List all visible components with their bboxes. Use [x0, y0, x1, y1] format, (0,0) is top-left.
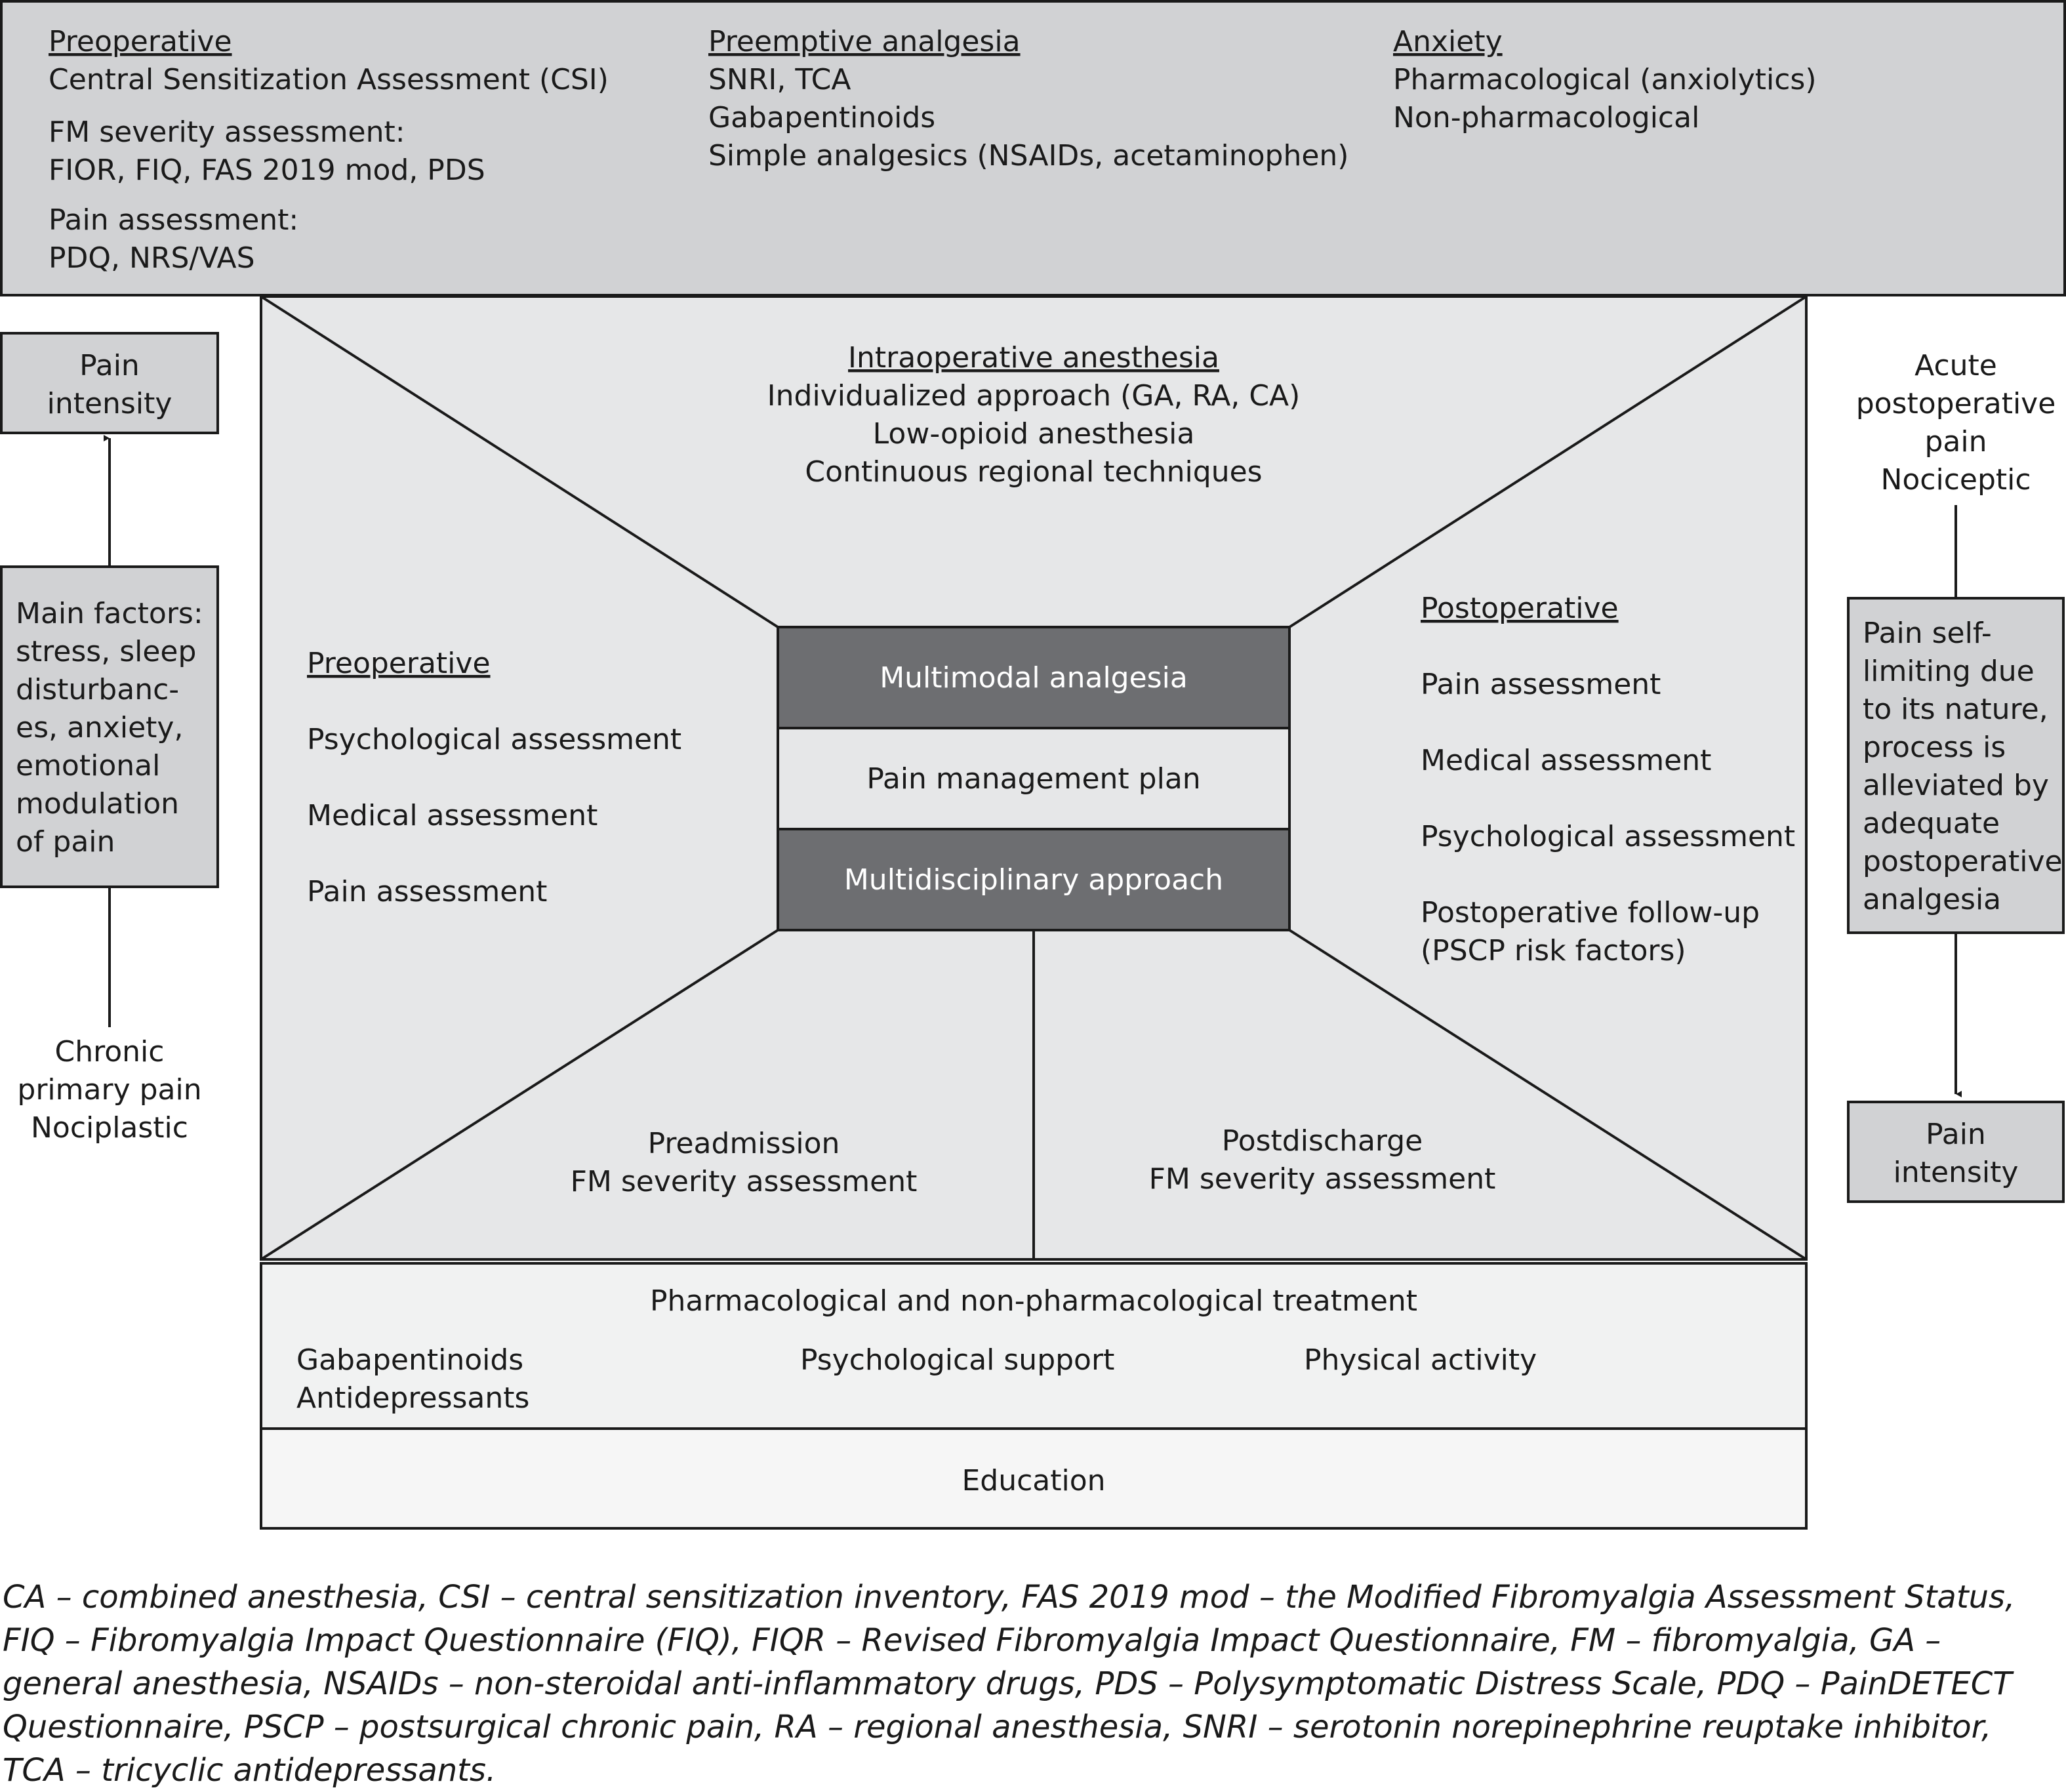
- self-limiting-line: analgesia: [1863, 883, 2001, 916]
- self-limiting-line: alleviated by: [1863, 769, 2049, 802]
- main-factors-line: es, anxiety,: [16, 711, 183, 744]
- preadmission-line: Preadmission: [648, 1127, 840, 1160]
- intraop-line: Low-opioid anesthesia: [873, 417, 1195, 451]
- self-limiting-line: process is: [1863, 731, 2006, 764]
- postdischarge-line: FM severity assessment: [1149, 1162, 1496, 1196]
- multidisciplinary-label: Multidisciplinary approach: [844, 863, 1223, 897]
- acute-pain-line: Nociceptic: [1880, 463, 2031, 497]
- main-factors-line: emotional: [16, 749, 160, 783]
- preop-line: Pain assessment: [307, 875, 547, 908]
- treatment-box: [260, 1262, 1808, 1430]
- treatment-title: Pharmacological and non-pharmacological …: [650, 1284, 1417, 1318]
- postdischarge-line: Postdischarge: [1222, 1124, 1423, 1158]
- postop-line: Psychological assessment: [1421, 820, 1795, 853]
- pain-plan-label: Pain management plan: [866, 762, 1200, 796]
- top-col2-line: SNRI, TCA: [708, 63, 851, 96]
- top-col1-line: Central Sensitization Assessment (CSI): [49, 63, 609, 96]
- self-limiting-line: limiting due: [1863, 655, 2035, 688]
- right-pain-intensity-line: Pain: [1926, 1118, 1986, 1151]
- education-label: Education: [962, 1464, 1105, 1497]
- acute-pain-line: pain: [1924, 425, 1987, 458]
- preop-line: Medical assessment: [307, 799, 598, 832]
- acute-pain-line: postoperative: [1856, 387, 2056, 420]
- treatment-col1-line: Antidepressants: [296, 1381, 529, 1415]
- chronic-pain-line: Chronic: [55, 1035, 165, 1069]
- top-col3-heading: Anxiety: [1393, 25, 1503, 58]
- left-pain-intensity-box: [0, 332, 219, 434]
- left-pain-intensity-line: Pain: [79, 349, 140, 382]
- top-box: [0, 0, 2066, 296]
- chronic-pain-line: Nociplastic: [31, 1111, 188, 1145]
- postop-line: Medical assessment: [1421, 744, 1711, 777]
- top-col1-line: Pain assessment:: [49, 203, 298, 237]
- main-factors-line: modulation: [16, 787, 179, 821]
- self-limiting-line: Pain self-: [1863, 617, 1992, 650]
- preadmission-line: FM severity assessment: [571, 1165, 918, 1198]
- multidisciplinary-band: [777, 828, 1291, 931]
- self-limiting-line: adequate: [1863, 807, 2000, 840]
- main-factors-line: Main factors:: [16, 597, 203, 630]
- chronic-pain-line: primary pain: [17, 1073, 201, 1107]
- main-factors-line: disturbanc-: [16, 673, 179, 706]
- postop-line: Pain assessment: [1421, 668, 1661, 701]
- main-factors-line: stress, sleep: [16, 635, 196, 668]
- top-col2-line: Simple analgesics (NSAIDs, acetaminophen…: [708, 139, 1348, 173]
- intraop-line: Individualized approach (GA, RA, CA): [767, 379, 1301, 413]
- postop-heading: Postoperative: [1421, 592, 1619, 625]
- multimodal-band: [777, 626, 1291, 729]
- preop-heading: Preoperative: [307, 647, 491, 680]
- right-pain-intensity-line: intensity: [1894, 1156, 2019, 1189]
- intraop-line: Continuous regional techniques: [805, 455, 1262, 489]
- self-limiting-line: to its nature,: [1863, 693, 2048, 726]
- top-col1-line: FIOR, FIQ, FAS 2019 mod, PDS: [49, 153, 485, 187]
- left-pain-intensity-line: intensity: [47, 387, 172, 420]
- top-col2-line: Gabapentinoids: [708, 101, 935, 134]
- treatment-col3: Physical activity: [1304, 1343, 1537, 1377]
- self-limiting-box: [1847, 597, 2065, 934]
- self-limiting-line: postoperative: [1863, 845, 2063, 878]
- main-factors-line: of pain: [16, 825, 115, 859]
- top-col3-line: Non-pharmacological: [1393, 101, 1699, 134]
- perioperative-diagram: Preoperative Central Sensitization Asses…: [0, 0, 2066, 1530]
- education-box: [260, 1427, 1808, 1530]
- top-col2-heading: Preemptive analgesia: [708, 25, 1021, 58]
- top-col1-line: PDQ, NRS/VAS: [49, 241, 255, 275]
- acute-pain-line: Acute: [1914, 349, 1997, 382]
- treatment-col2: Psychological support: [800, 1343, 1114, 1377]
- postop-line: (PSCP risk factors): [1421, 934, 1686, 967]
- top-col3-line: Pharmacological (anxiolytics): [1393, 63, 1817, 96]
- right-pain-intensity-box: [1847, 1101, 2065, 1203]
- pain-plan-band: [777, 727, 1291, 830]
- abbreviations-footnote: CA – combined anesthesia, CSI – central …: [3, 1579, 2015, 1789]
- preop-line: Psychological assessment: [307, 723, 681, 756]
- postop-line: Postoperative follow-up: [1421, 896, 1760, 929]
- multimodal-label: Multimodal analgesia: [880, 661, 1188, 695]
- intraop-heading: Intraoperative anesthesia: [848, 341, 1219, 375]
- top-col1-line: FM severity assessment:: [49, 115, 405, 149]
- treatment-col1-line: Gabapentinoids: [296, 1343, 523, 1377]
- top-col1-heading: Preoperative: [49, 25, 232, 58]
- center-diagonals: [260, 295, 1808, 1261]
